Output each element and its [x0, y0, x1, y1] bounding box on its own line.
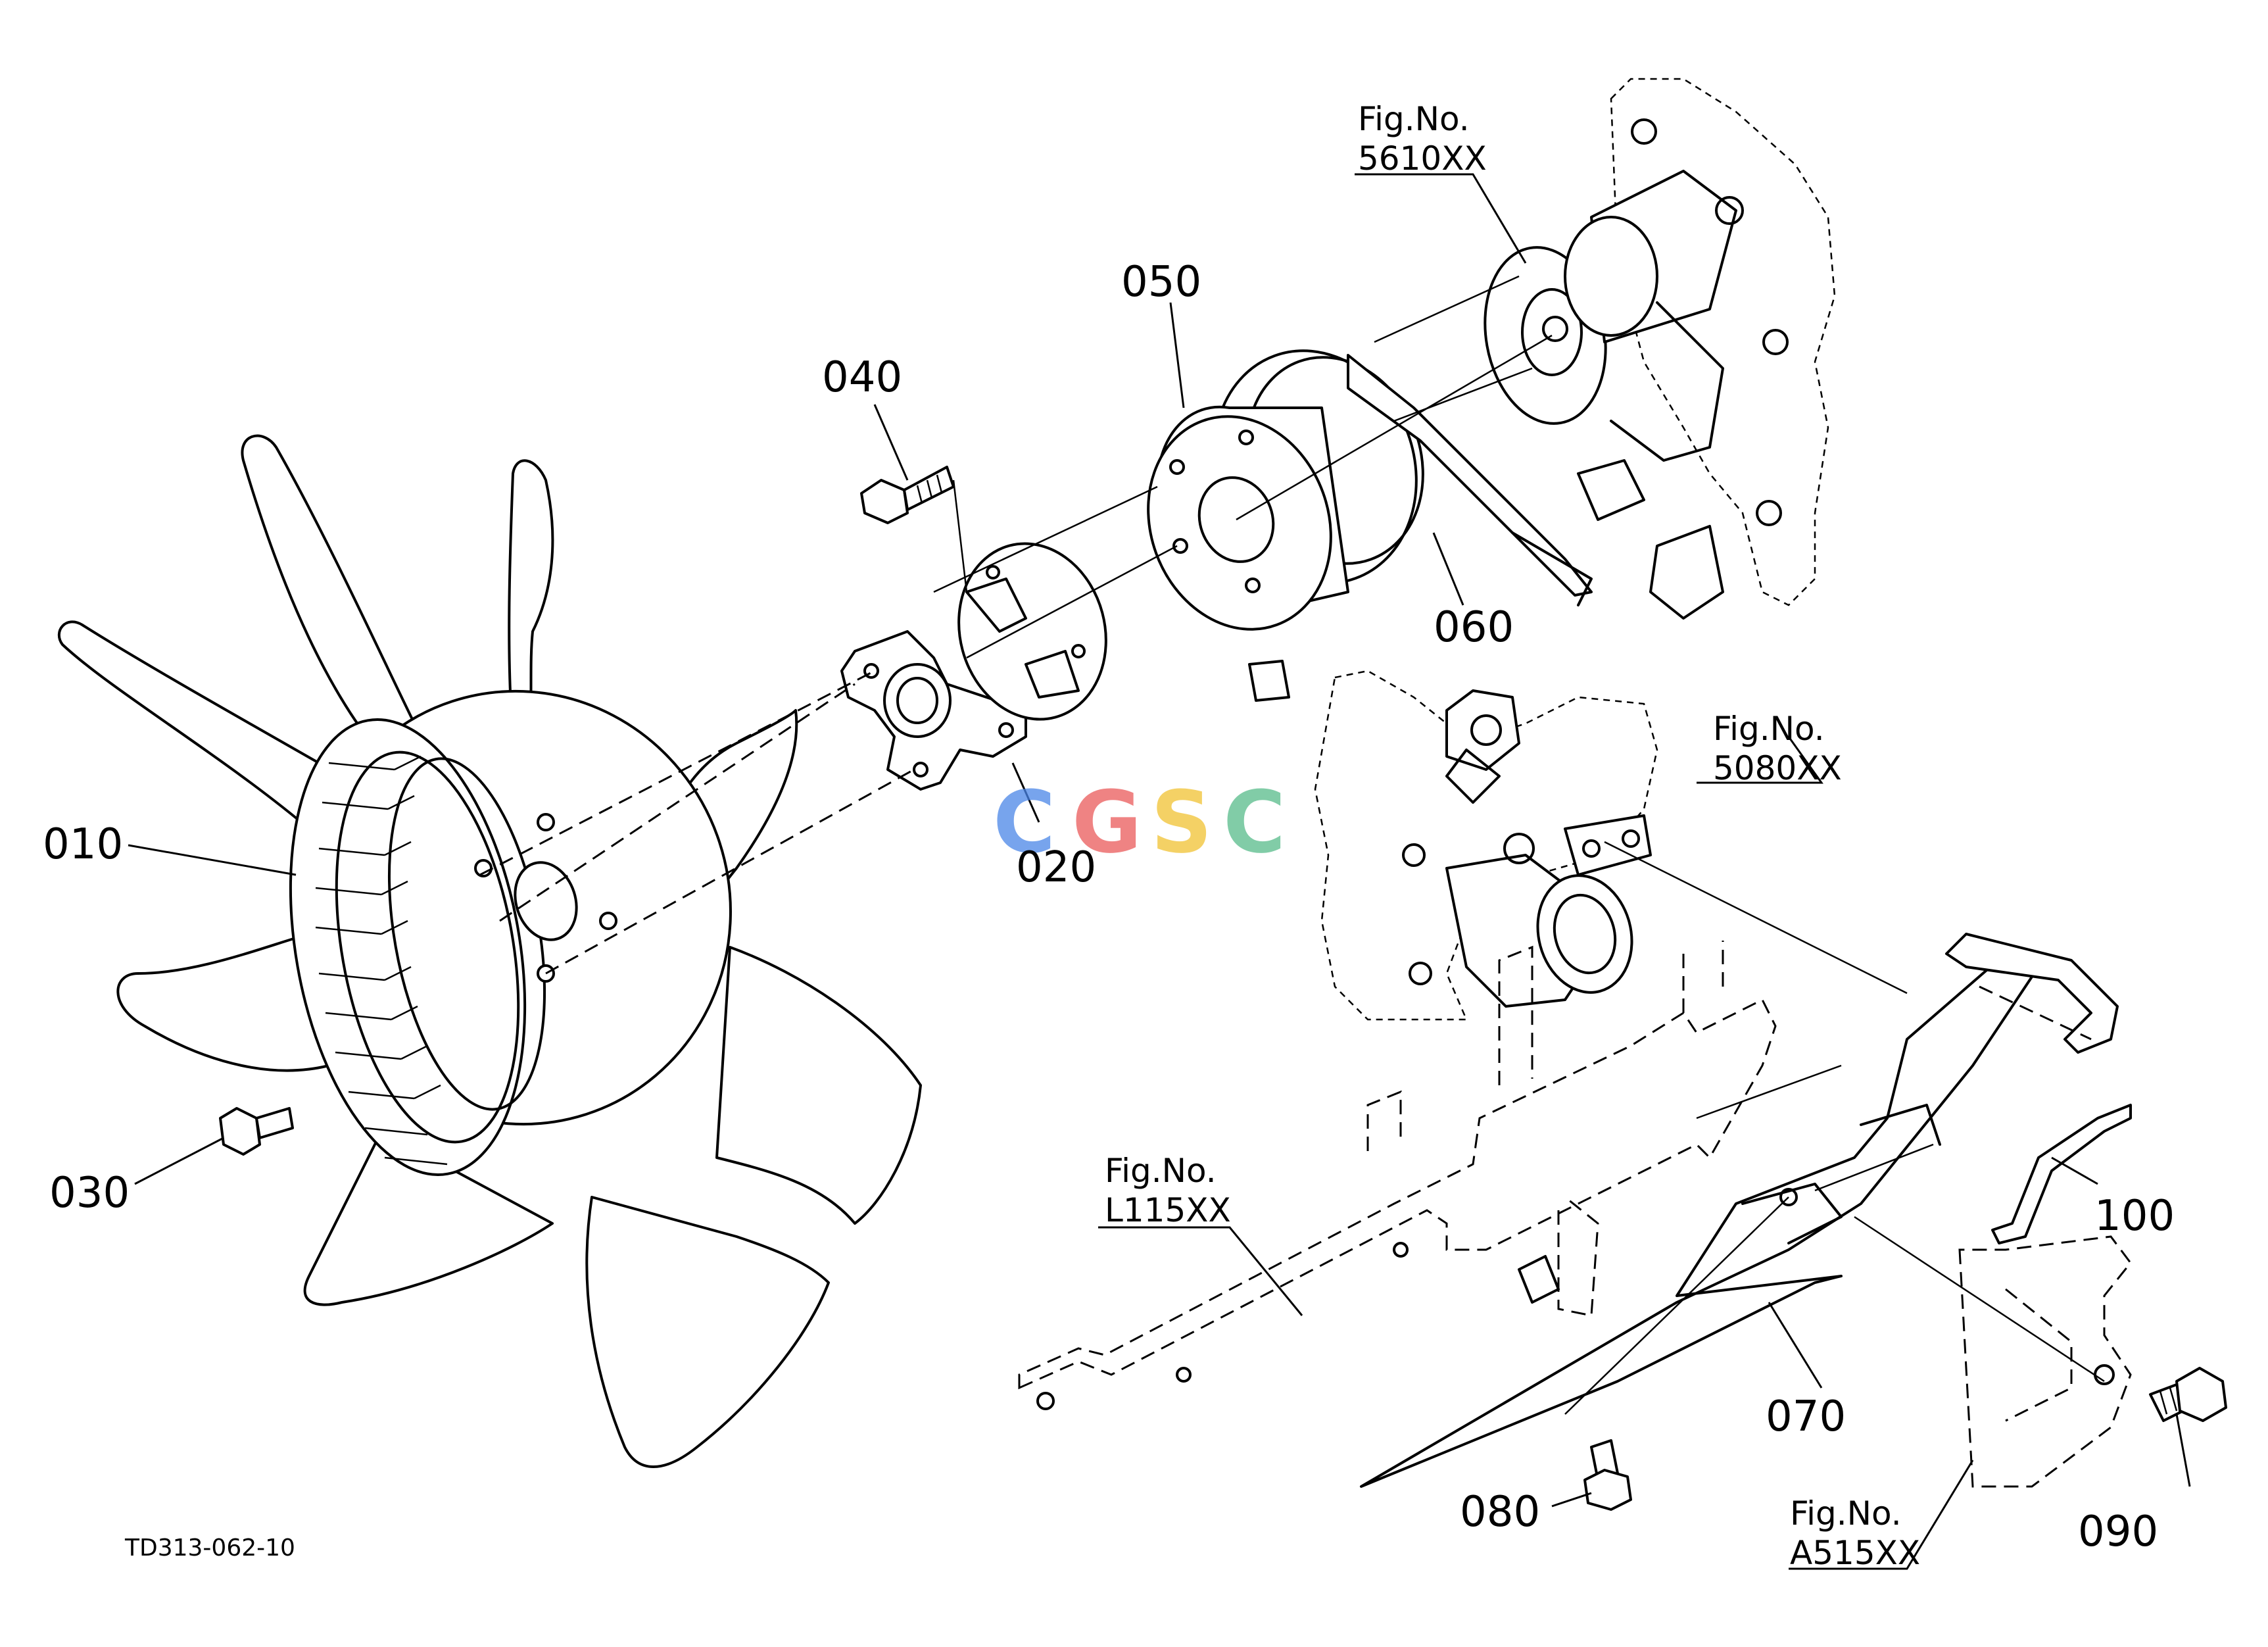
diagram-code: TD313-062-10	[124, 1535, 295, 1561]
alignment-lines	[479, 275, 2105, 1415]
part-label-080: 080	[1460, 1488, 1540, 1536]
fig-ref-5080-prefix: Fig.No.	[1713, 710, 1825, 748]
fig-ref-5080-number: 5080XX	[1713, 749, 1842, 787]
bracket-drawing	[1945, 933, 2132, 1244]
fig-ref-l115-number: L115XX	[1105, 1191, 1231, 1229]
watermark-letter-s: S	[1151, 772, 1213, 872]
figure-references: Fig.No. 5610XX Fig.No. 5080XX Fig.No. L1…	[1105, 100, 1920, 1572]
water-pump-drawing	[1484, 78, 1836, 620]
part-label-060: 060	[1434, 603, 1514, 652]
part-label-050: 050	[1121, 258, 1201, 307]
watermark-letter-c2: C	[1223, 772, 1286, 872]
fig-ref-l115-prefix: Fig.No.	[1105, 1152, 1217, 1190]
spacer-drawing	[840, 542, 1107, 791]
part-label-100: 100	[2094, 1192, 2175, 1241]
leader-lines	[128, 173, 2191, 1570]
fig-ref-a515-number: A515XX	[1790, 1534, 1920, 1572]
watermark: C G S C	[993, 772, 1286, 872]
frame-drawing	[1018, 941, 2132, 1488]
part-labels: 010 020 030 040 050 060 070 080 090 100	[43, 258, 2175, 1556]
fan-drawing	[57, 434, 922, 1468]
bolt-090-drawing	[2149, 1367, 2227, 1422]
fig-ref-5610-prefix: Fig.No.	[1358, 100, 1470, 138]
part-label-020: 020	[1016, 843, 1096, 892]
guard-drawing	[1360, 952, 2040, 1488]
fig-ref-5610-number: 5610XX	[1358, 139, 1487, 178]
watermark-letter-g: G	[1072, 772, 1142, 872]
fig-ref-a515-prefix: Fig.No.	[1790, 1494, 1902, 1533]
part-label-090: 090	[2078, 1508, 2158, 1556]
part-label-010: 010	[43, 820, 123, 869]
gear-case-drawing	[1314, 670, 1658, 1021]
part-label-070: 070	[1766, 1392, 1846, 1441]
bolt-080-drawing	[1518, 1255, 1632, 1511]
part-label-040: 040	[822, 353, 902, 402]
watermark-letter-c1: C	[993, 772, 1055, 872]
part-label-030: 030	[49, 1169, 130, 1217]
bolt-040-drawing	[860, 466, 955, 524]
bolt-030-drawing	[219, 1107, 294, 1156]
